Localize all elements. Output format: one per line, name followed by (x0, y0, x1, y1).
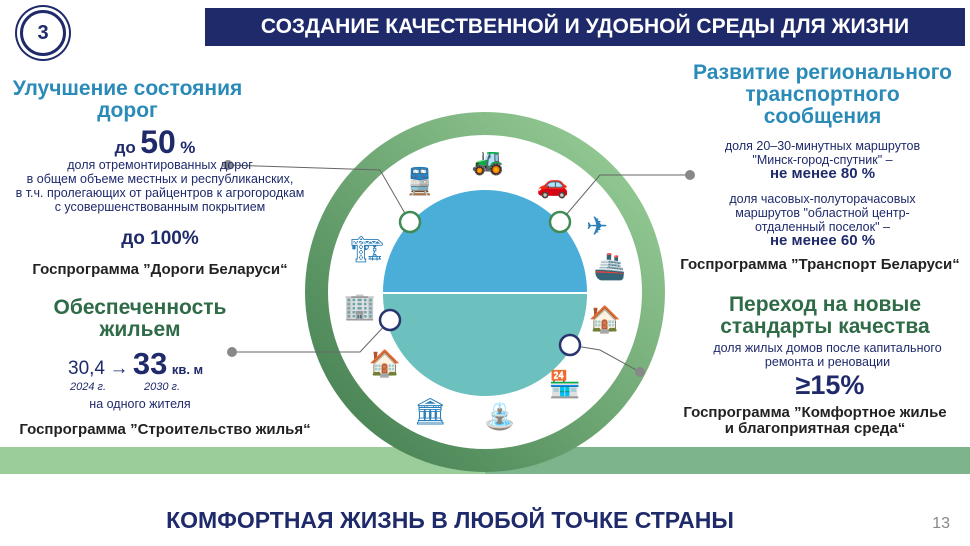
section-number-badge: 3 (20, 10, 66, 56)
standards-program: Госпрограмма ”Комфортное жилье и благопр… (683, 404, 947, 437)
bottom-half-circle (383, 294, 587, 396)
roads-prefix: до (114, 138, 136, 157)
desc-line: в т.ч. пролегающих от райцентров к агрог… (15, 186, 305, 200)
transport-program: Госпрограмма ”Транспорт Беларуси“ (680, 256, 960, 273)
footer-slogan: КОМФОРТНАЯ ЖИЗНЬ В ЛЮБОЙ ТОЧКЕ СТРАНЫ (166, 507, 734, 533)
car-icon: 🚗 (537, 170, 569, 200)
construction-icon: 🏗 (350, 235, 383, 265)
roads-target: до 100% (121, 228, 199, 249)
housing-title: Обеспеченность жильем (53, 296, 227, 341)
housing-unit: кв. м (171, 362, 204, 377)
airplane-icon: ✈ (586, 212, 608, 242)
train-icon: 🚆 (404, 166, 436, 197)
housing-to-year: 2030 г. (144, 381, 181, 393)
transport-value-1: не менее 80 % (769, 165, 876, 182)
standards-title: Переход на новые стандарты качества (720, 293, 930, 338)
housing-to: 33 (132, 346, 168, 381)
top-half-circle (383, 190, 587, 292)
housing-program: Госпрограмма ”Строительство жилья“ (19, 421, 311, 438)
standards-description: доля жилых домов после капитального ремо… (713, 341, 942, 369)
house-icon: 🏠 (369, 349, 401, 379)
roads-number: 50 (140, 124, 176, 160)
page-number: 13 (932, 515, 950, 532)
housing-from: 30,4 (68, 358, 105, 379)
arrow-icon: → (109, 358, 129, 379)
housing-from-year: 2024 г. (70, 381, 107, 393)
roads-program: Госпрограмма ”Дороги Беларуси“ (32, 261, 288, 278)
bench-icon: ⛲ (484, 401, 516, 432)
desc-line: доля отремонтированных дорог (67, 158, 253, 172)
road-roller-icon: 🚜 (472, 147, 504, 177)
desc-line: в общем объеме местных и республиканских… (26, 172, 294, 186)
tower-icon: 🏛 (413, 397, 446, 427)
buildings-icon: 🏢 (344, 292, 376, 322)
ship-icon: 🚢 (594, 252, 626, 282)
roads-unit: % (180, 138, 196, 157)
roads-block: Улучшение состояния дорог (0, 78, 255, 122)
housing-description: на одного жителя (89, 397, 191, 411)
page-title: СОЗДАНИЕ КАЧЕСТВЕННОЙ И УДОБНОЙ СРЕДЫ ДЛ… (205, 8, 965, 46)
transport-desc-1: доля 20–30-минутных маршрутов "Минск-гор… (724, 139, 921, 167)
shop-icon: 🏪 (549, 369, 581, 400)
roads-description: доля отремонтированных дорог в общем объ… (0, 158, 320, 214)
roads-title: Улучшение состояния дорог (12, 77, 243, 122)
transport-title: Развитие регионального транспортного соо… (692, 61, 953, 128)
barn-icon: 🏠 (589, 305, 621, 335)
roads-value: до 50 % (40, 124, 270, 161)
transport-desc-2: доля часовых-полуторачасовых маршрутов "… (729, 192, 916, 234)
standards-value: ≥15% (795, 370, 865, 400)
housing-value: 30,4 → 33 кв. м (68, 346, 203, 382)
desc-line: с усовершенствованным покрытием (54, 200, 266, 214)
transport-value-2: не менее 60 % (769, 232, 876, 249)
